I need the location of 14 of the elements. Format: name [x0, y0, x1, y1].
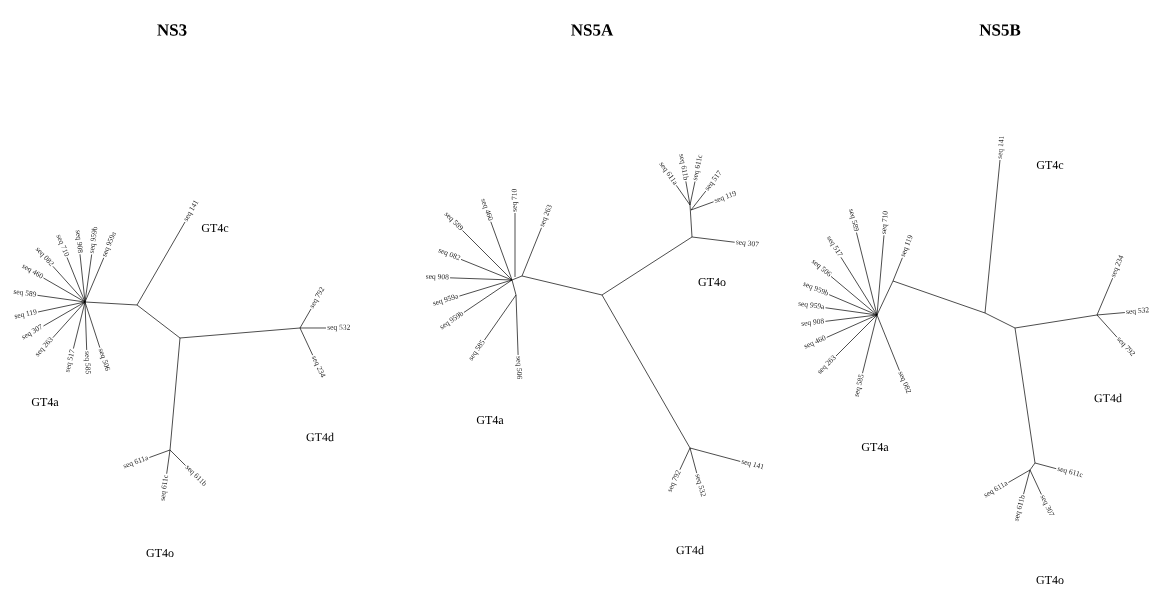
genotype-label: GT4d — [676, 545, 704, 555]
panel-title: NS5A — [571, 24, 614, 36]
genotype-label: GT4d — [1094, 393, 1122, 403]
panel-title: NS3 — [157, 24, 187, 36]
genotype-label: GT4d — [306, 432, 334, 442]
genotype-label: GT4a — [861, 442, 889, 451]
genotype-label: GT4o — [698, 277, 726, 286]
genotype-label: GT4o — [1036, 575, 1064, 584]
genotype-label: GT4c — [201, 223, 229, 232]
genotype-label: GT4o — [146, 548, 174, 557]
genotype-label: GT4a — [31, 397, 59, 406]
panel-title: NS5B — [979, 24, 1021, 36]
genotype-label: GT4a — [476, 415, 504, 424]
genotype-label: GT4c — [1036, 160, 1064, 169]
